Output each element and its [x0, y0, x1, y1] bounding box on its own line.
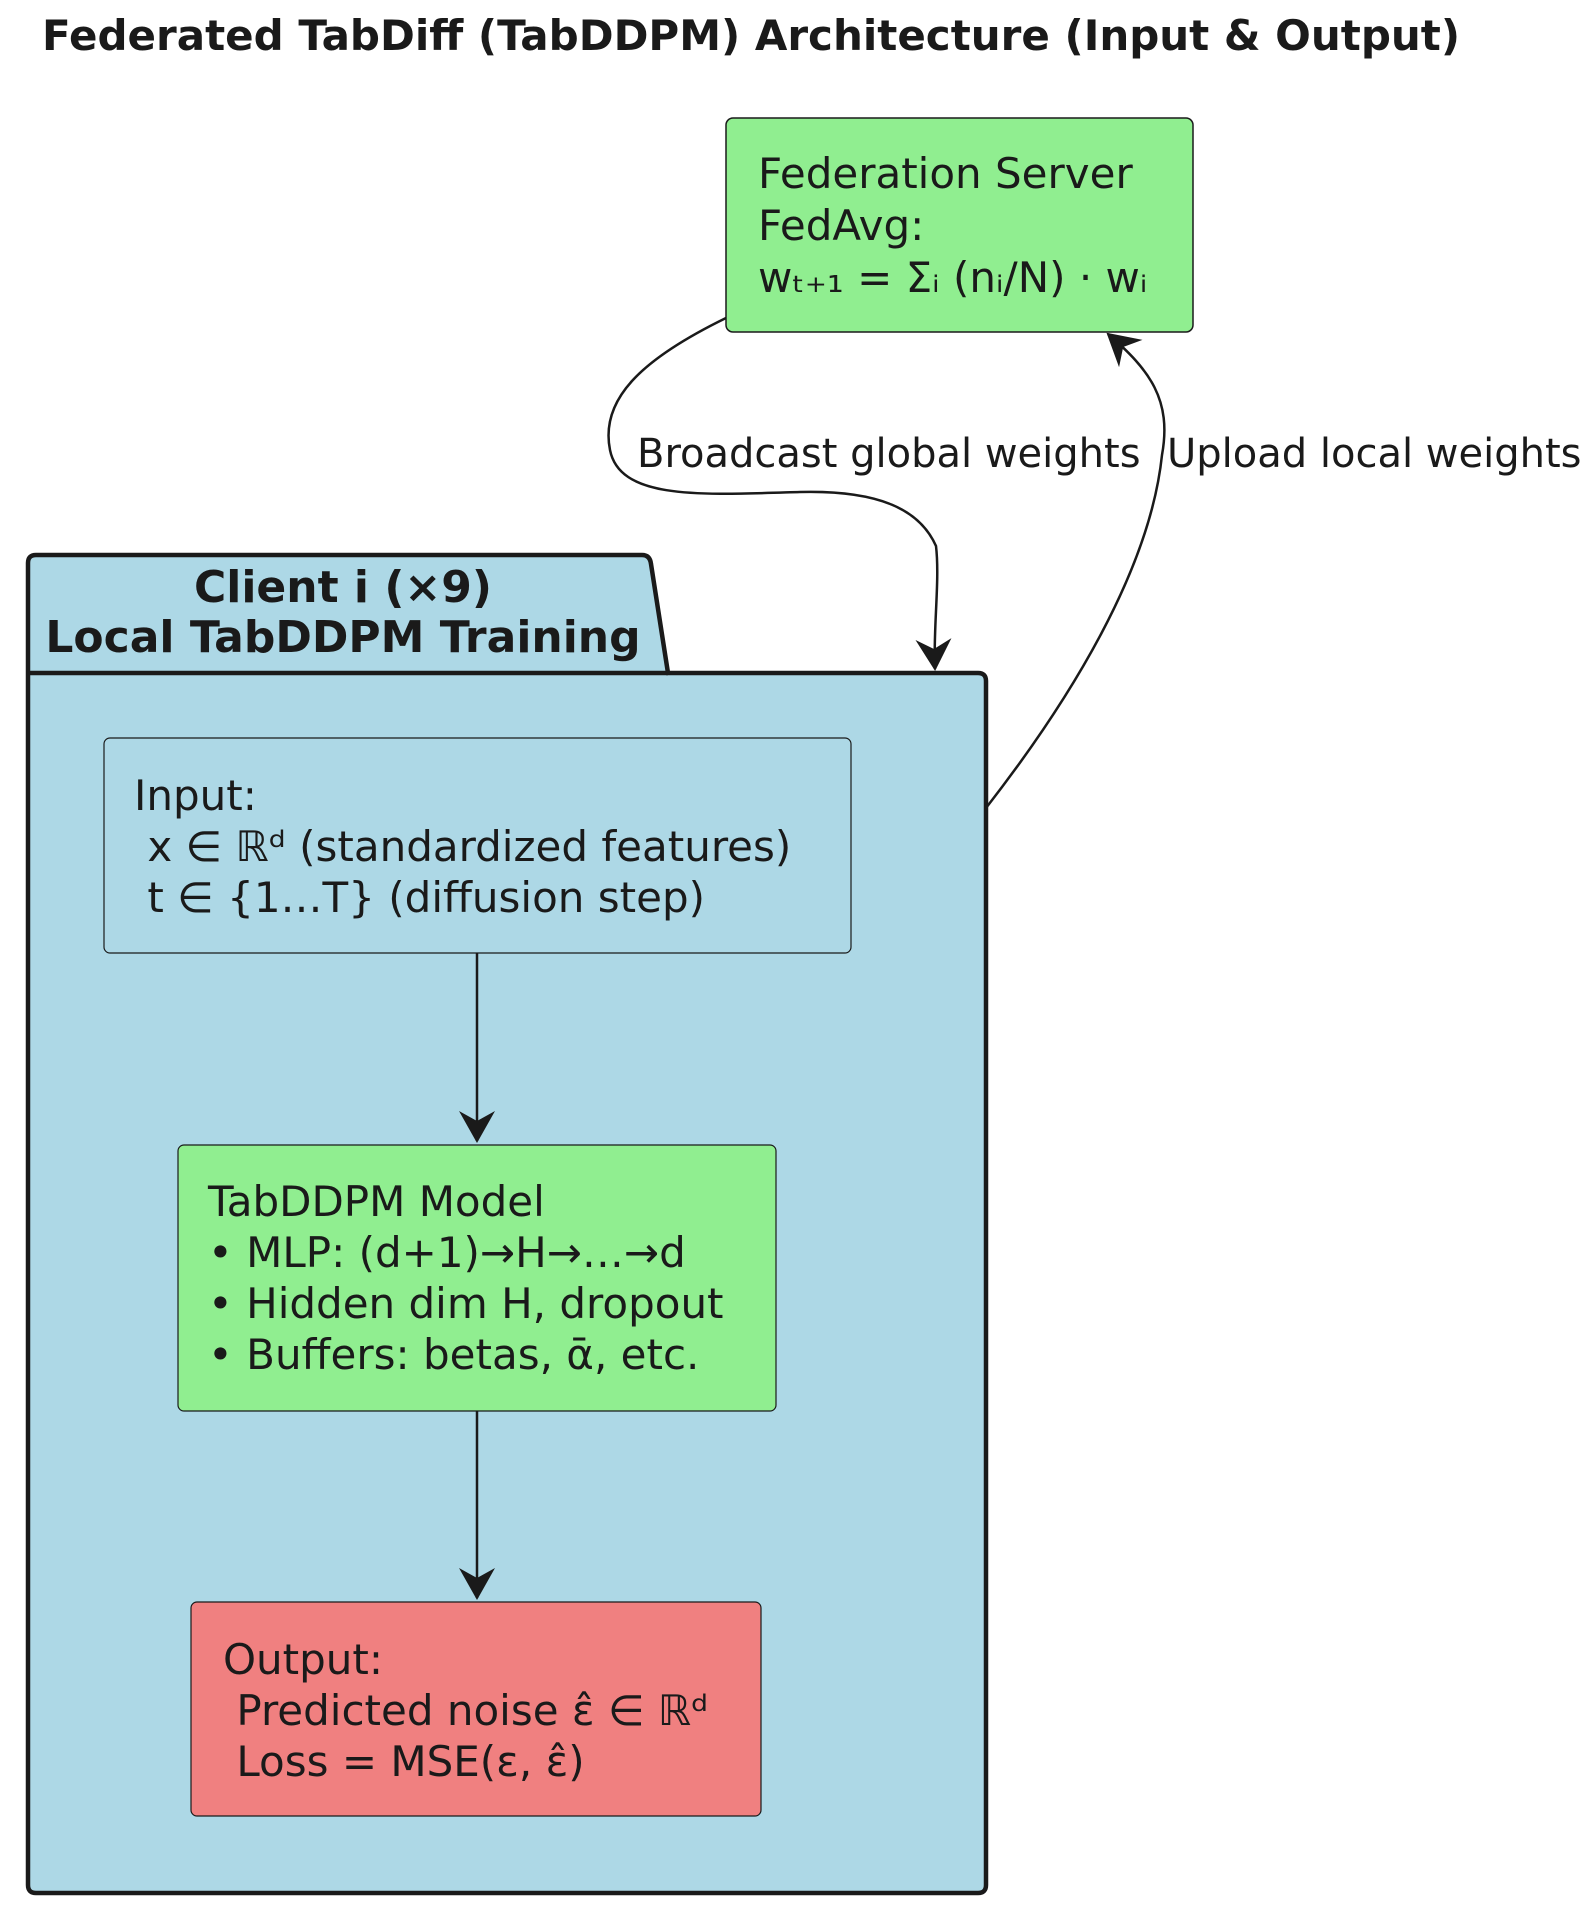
output-box [190, 1601, 762, 1817]
diagram-title: Federated TabDiff (TabDDPM) Architecture… [42, 11, 1460, 60]
arrow-upload-local-weights [985, 332, 1166, 809]
upload-edge-label: Upload local weights [1167, 431, 1582, 477]
model-title: TabDDPM Model [207, 1177, 545, 1226]
arrow-broadcast-global-weights [607, 316, 952, 671]
model-node: TabDDPM Model • MLP: (d+1)→H→…→d • Hidde… [177, 1144, 777, 1412]
server-method-line: FedAvg: [758, 201, 924, 250]
model-buffers-line: • Buffers: betas, ᾱ, etc. [208, 1330, 699, 1379]
client-package-subtitle: Local TabDDPM Training [45, 612, 640, 663]
client-package-title: Client i (×9) [194, 562, 492, 613]
output-label: Output: [223, 1635, 383, 1684]
model-hidden-line: • Hidden dim H, dropout [208, 1279, 724, 1328]
output-loss-line: Loss = MSE(ε, ε̂) [223, 1737, 585, 1786]
broadcast-edge-label: Broadcast global weights [637, 431, 1141, 477]
server-formula-line: wₜ₊₁ = Σᵢ (nᵢ/N) · wᵢ [758, 253, 1147, 302]
federation-server-node: Federation Server FedAvg: wₜ₊₁ = Σᵢ (nᵢ/… [725, 117, 1194, 333]
federation-server-box [725, 117, 1194, 333]
input-node: Input: x ∈ ℝᵈ (standardized features) t … [103, 737, 852, 954]
input-t-line: t ∈ {1…T} (diffusion step) [134, 873, 705, 922]
input-label: Input: [134, 771, 257, 820]
output-noise-line: Predicted noise ε̂ ∈ ℝᵈ [223, 1686, 708, 1735]
server-title-line: Federation Server [758, 149, 1133, 198]
output-node: Output: Predicted noise ε̂ ∈ ℝᵈ Loss = M… [190, 1601, 762, 1817]
input-x-line: x ∈ ℝᵈ (standardized features) [134, 822, 791, 871]
model-mlp-line: • MLP: (d+1)→H→…→d [208, 1228, 686, 1277]
